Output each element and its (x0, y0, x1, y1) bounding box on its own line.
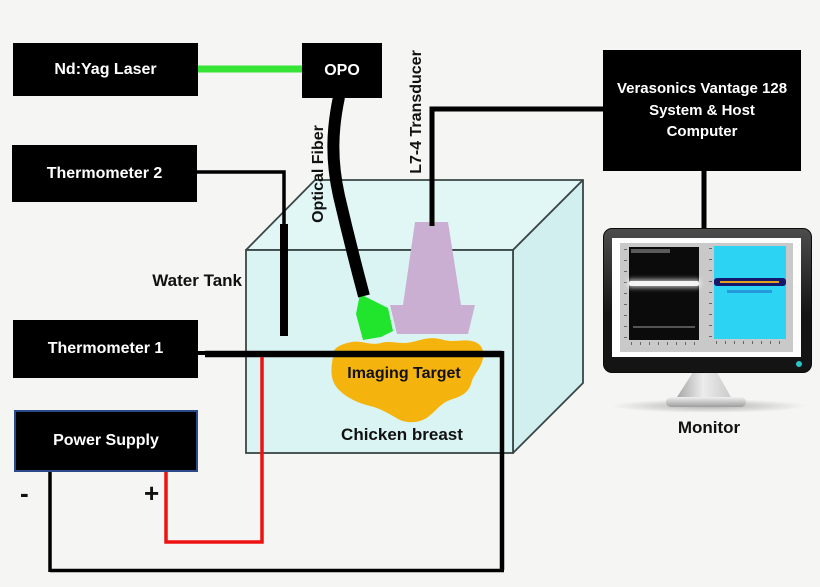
thermometer2-wire (197, 170, 286, 232)
negative-terminal-sign: - (20, 478, 29, 508)
bmode-faint-echo (633, 326, 695, 328)
optical-fiber-cable (327, 95, 370, 298)
power-supply-label: Power Supply (53, 432, 159, 450)
opo-box: OPO (302, 43, 382, 98)
photoacoustic-image (709, 246, 786, 344)
bmode-surface-echo (631, 249, 670, 253)
laser-light-cone (356, 294, 393, 340)
pa-y-ticks (709, 248, 712, 337)
thermometer2-box: Thermometer 2 (12, 145, 197, 202)
verasonics-label: Verasonics Vantage 128 System & Host Com… (616, 79, 788, 141)
thermometer1-box: Thermometer 1 (13, 320, 198, 378)
bmode-bright-reflection (629, 281, 699, 286)
verasonics-box: Verasonics Vantage 128 System & Host Com… (603, 50, 801, 171)
transducer-cable (429, 106, 603, 226)
optical-fiber-label: Optical Fiber (310, 125, 327, 223)
pa-signal-band (714, 278, 786, 286)
positive-wire (164, 357, 264, 544)
monitor-stand-base (666, 397, 746, 407)
positive-terminal-sign: + (144, 478, 160, 508)
pa-hot-line (719, 281, 779, 283)
monitor-label: Monitor (677, 418, 741, 437)
bmode-y-ticks (624, 249, 627, 338)
thermometer2-label: Thermometer 2 (46, 164, 163, 182)
water-tank-label: Water Tank (152, 271, 242, 290)
bmode-x-ticks (631, 342, 697, 345)
thermometer1-label: Thermometer 1 (47, 340, 164, 358)
pa-faint-signal (726, 290, 772, 293)
pa-x-ticks (716, 341, 784, 344)
nd-yag-laser-label: Nd:Yag Laser (54, 60, 157, 78)
l74-transducer-label: L7-4 Transducer (408, 50, 425, 174)
bmode-ultrasound-image (624, 247, 699, 345)
monitor-power-led (796, 361, 802, 367)
imaging-target-blob (331, 338, 484, 423)
transducer-body (390, 222, 475, 334)
nd-yag-laser-box: Nd:Yag Laser (13, 43, 198, 96)
power-supply-box: Power Supply (14, 410, 198, 472)
opo-label: OPO (324, 61, 360, 79)
chicken-breast-label: Chicken breast (341, 425, 463, 444)
imaging-target-label: Imaging Target (347, 365, 461, 382)
